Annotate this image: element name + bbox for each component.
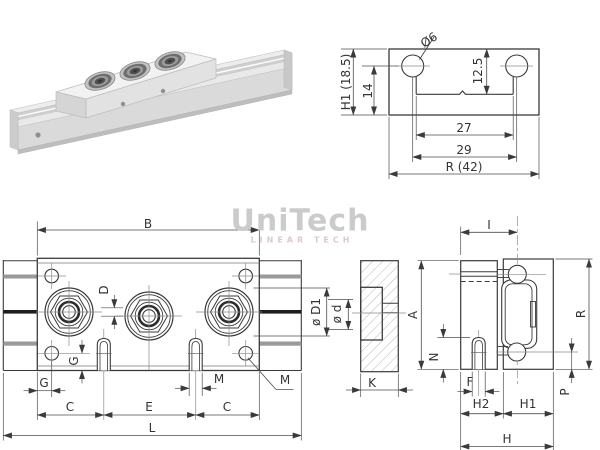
dim-n-label: N bbox=[427, 352, 441, 362]
product-photo-3d bbox=[9, 49, 293, 155]
dim-c-left-label: C bbox=[65, 400, 75, 414]
dim-e-label: E bbox=[145, 400, 153, 414]
dim-r-label: R bbox=[574, 309, 588, 319]
dim-h2-label: H2 bbox=[472, 397, 490, 411]
dim-h1-side-label: H1 bbox=[519, 397, 537, 411]
dim-f-label: F bbox=[466, 375, 474, 389]
dim-h-label: H bbox=[502, 432, 512, 446]
dim-d1-dia-label: ø D1 bbox=[309, 297, 323, 327]
dim-14-label: 14 bbox=[361, 83, 375, 99]
watermark-tagline: LINEAR TECH bbox=[250, 235, 354, 245]
dim-g-side-label: G bbox=[67, 356, 81, 366]
dim-k-label: K bbox=[368, 376, 376, 390]
view-front bbox=[2, 221, 302, 441]
dim-a-label: A bbox=[406, 310, 420, 320]
dim-h1-label: H1 (18.5) bbox=[339, 53, 353, 111]
dim-l-label: L bbox=[148, 421, 156, 435]
view-rail-cross-section bbox=[341, 36, 540, 179]
view-roller-section bbox=[253, 260, 413, 397]
dim-m-lube-label: M bbox=[213, 372, 225, 386]
view-side bbox=[417, 216, 593, 450]
dim-d-dia-label: ø d bbox=[330, 304, 344, 324]
dim-c-right-label: C bbox=[222, 400, 232, 414]
dim-r42-label: R (42) bbox=[445, 160, 483, 174]
dim-i-label: I bbox=[487, 218, 491, 232]
dim-g-bottom-label: G bbox=[39, 376, 49, 390]
dim-b-label: B bbox=[143, 217, 153, 231]
dim-m-hole-label: M bbox=[279, 373, 291, 387]
dim-p-label: P bbox=[558, 388, 572, 396]
dim-12-5-label: 12.5 bbox=[471, 57, 485, 85]
dim-29-label: 29 bbox=[456, 143, 472, 157]
watermark-brand: UniTech bbox=[230, 203, 370, 239]
dim-27-label: 27 bbox=[456, 121, 472, 135]
dim-d-label: D bbox=[97, 285, 111, 295]
